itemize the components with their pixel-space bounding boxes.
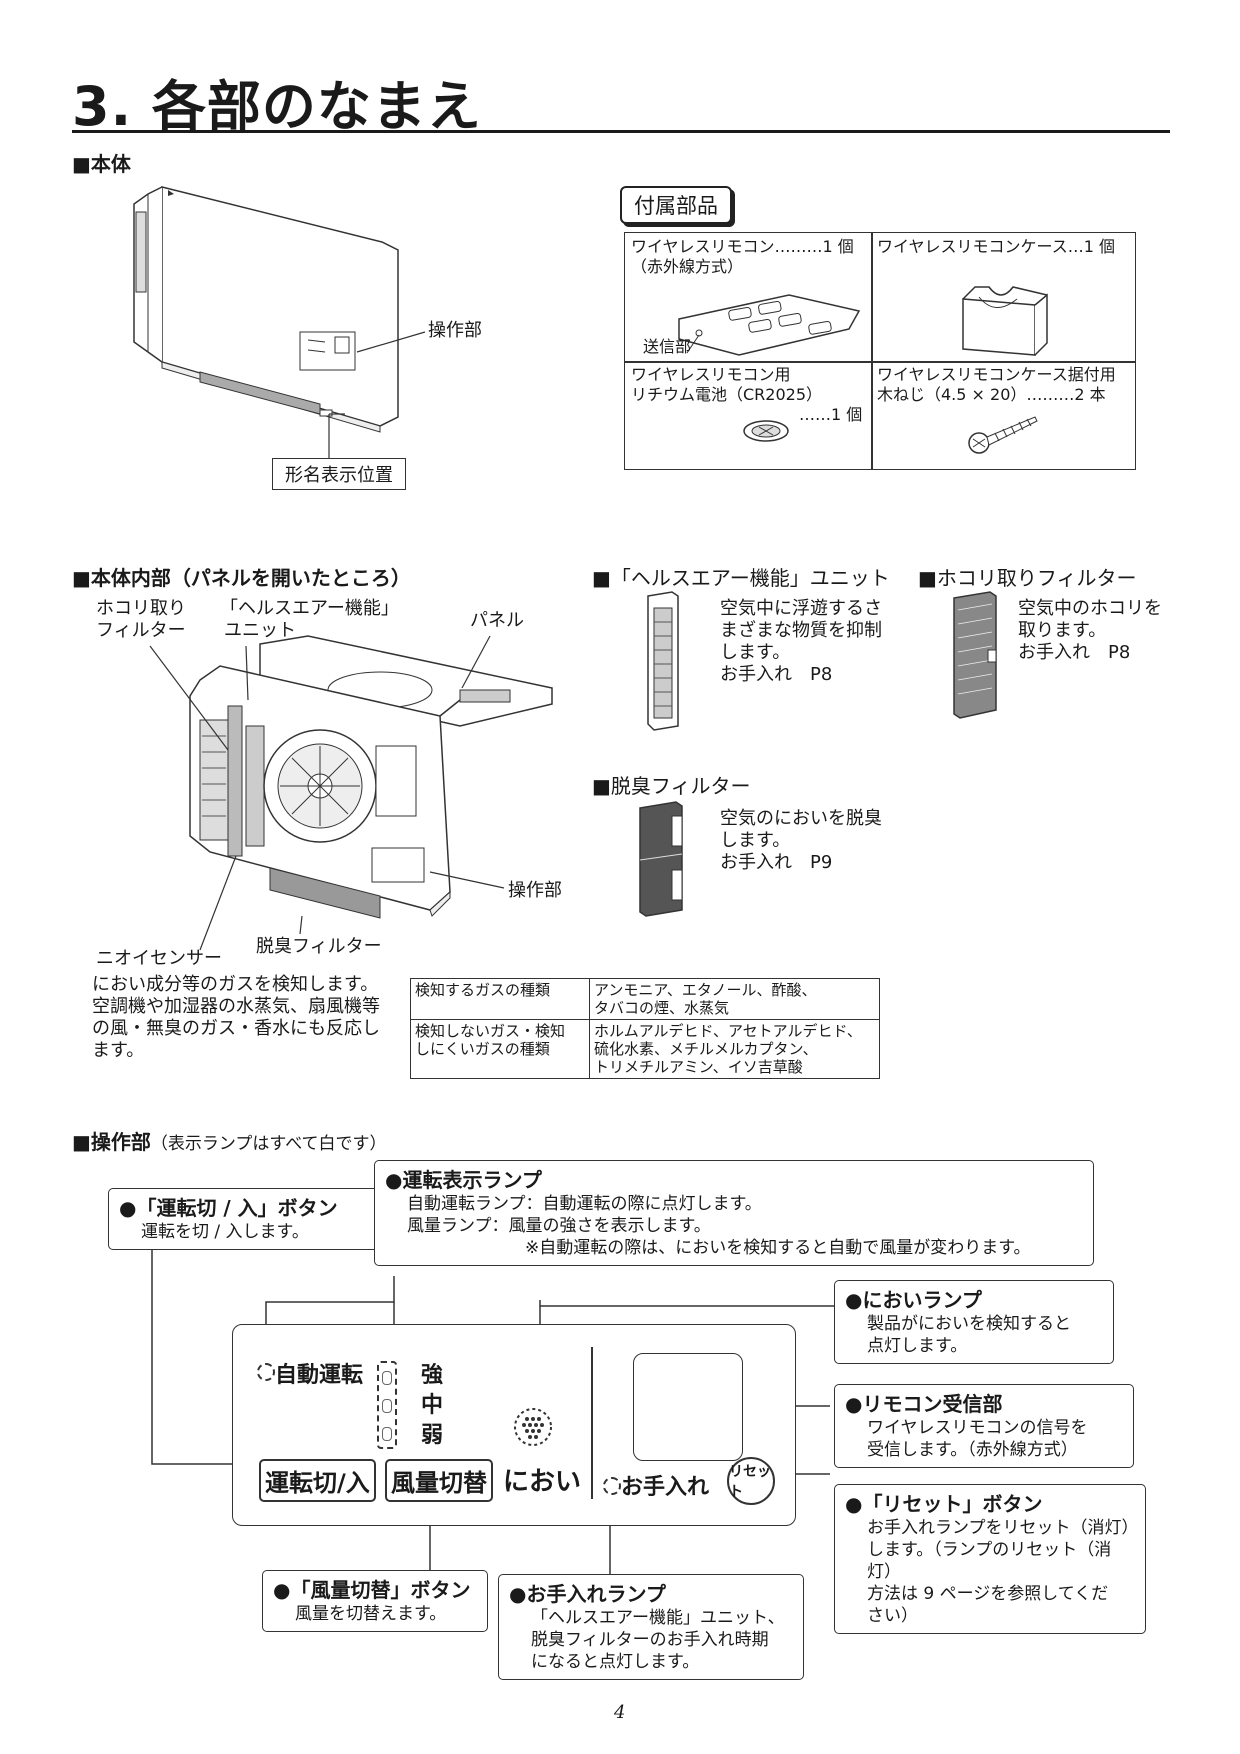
deodor-filter-illustration [639, 801, 683, 917]
section-body-heading: ■本体 [72, 152, 131, 176]
title-rule [72, 130, 1170, 133]
unit-front-illustration [133, 186, 399, 433]
callout-smell-lamp: ●においランプ 製品がにおいを検知すると 点灯します。 [834, 1280, 1114, 1364]
power-button[interactable]: 運転切/入 [259, 1459, 376, 1502]
label-panel: パネル [470, 610, 524, 631]
fan-switch-button[interactable]: 風量切替 [385, 1459, 493, 1502]
accessory-remote: ワイヤレスリモコン………1 個 （赤外線方式） [631, 237, 854, 276]
label-deodor-filter: 脱臭フィルター [256, 936, 382, 957]
ops-note: （表示ランプはすべて白です） [150, 1134, 387, 1154]
gas-row-body: ホルムアルデヒド、アセトアルデヒド、硫化水素、メチルメルカプタン、トリメチルアミ… [589, 1019, 880, 1079]
label-control-part: 操作部 [428, 320, 482, 341]
remote-illustration [678, 294, 861, 356]
dust-filter-description: 空気中のホコリを 取ります。 お手入れ P8 [1018, 598, 1162, 663]
unit-inside-illustration [189, 635, 553, 919]
fan-lamp-strong [382, 1371, 392, 1385]
accessory-screw: ワイヤレスリモコンケース据付用 木ねじ（4.5 × 20）………2 本 [877, 365, 1116, 404]
care-lamp [603, 1477, 621, 1495]
operation-panel: 自動運転 強 中 弱 におい 運転切/入 風量切替 お手入れ リセット [232, 1324, 796, 1526]
smell-lamp [514, 1408, 552, 1446]
section-deodor-filter-heading: ■脱臭フィルター [592, 774, 751, 798]
remote-receiver-window [633, 1353, 743, 1461]
fan-speed-lamps [377, 1361, 397, 1449]
health-unit-illustration [647, 591, 679, 731]
section-health-unit-heading: ■「ヘルスエアー機能」ユニット [592, 566, 890, 590]
dust-filter-illustration [953, 591, 997, 719]
battery-illustration [743, 420, 789, 442]
body-leader-lines [328, 331, 426, 460]
auto-run-lamp [257, 1363, 275, 1381]
label-odor-sensor: ニオイセンサー [96, 948, 222, 969]
gas-table: 検知するガスの種類 アンモニア、エタノール、酢酸、タバコの煙、水蒸気 検知しない… [410, 978, 880, 1079]
callout-fan-switch: ●「風量切替」ボタン 風量を切替えます。 [262, 1570, 488, 1632]
smell-label: におい [503, 1467, 582, 1497]
panel-divider [591, 1347, 593, 1499]
sensor-description: におい成分等のガスを検知します。 空調機や加湿器の水蒸気、扇風機等 の風・無臭の… [92, 974, 380, 1061]
section-ops-heading: ■操作部（表示ランプはすべて白です） [72, 1130, 387, 1154]
fan-mid-label: 中 [421, 1393, 444, 1418]
label-inside-control: 操作部 [508, 880, 562, 901]
care-label: お手入れ [621, 1475, 710, 1500]
section-dust-filter-heading: ■ホコリ取りフィルター [918, 566, 1137, 590]
auto-run-label: 自動運転 [275, 1363, 364, 1388]
screw-illustration [968, 416, 1038, 454]
accessories-tag: 付属部品 [620, 186, 732, 224]
label-health-unit: 「ヘルスエアー機能」 ユニット [220, 598, 399, 641]
callout-receiver: ●リモコン受信部 ワイヤレスリモコンの信号を 受信します。（赤外線方式） [834, 1384, 1134, 1468]
accessory-battery: ワイヤレスリモコン用 リチウム電池（CR2025） ……1 個 [631, 365, 863, 424]
fan-lamp-mid [382, 1399, 392, 1413]
health-unit-description: 空気中に浮遊するさ まざまな物質を抑制 します。 お手入れ P8 [720, 598, 882, 685]
reset-button[interactable]: リセット [727, 1457, 775, 1505]
page-title: 3. 各部のなまえ [72, 75, 482, 138]
remote-transmitter-label: 送信部 [643, 337, 692, 356]
callout-care-lamp: ●お手入れランプ 「ヘルスエアー機能」ユニット、 脱臭フィルターのお手入れ時期 … [498, 1574, 804, 1680]
table-row: 検知しないガス・検知しにくいガスの種類 ホルムアルデヒド、アセトアルデヒド、硫化… [410, 1019, 880, 1079]
fan-strong-label: 強 [421, 1363, 444, 1388]
callout-reset-button: ●「リセット」ボタン お手入れランプをリセット（消灯） します。（ランプのリセッ… [834, 1484, 1146, 1634]
label-model-position: 形名表示位置 [272, 458, 406, 490]
fan-lamp-weak [382, 1427, 392, 1441]
section-inside-heading: ■本体内部（パネルを開いたところ） [72, 566, 411, 590]
accessory-remote-case: ワイヤレスリモコンケース…1 個 [877, 237, 1115, 256]
accessories-table: ワイヤレスリモコン………1 個 （赤外線方式） 送信部 ワイヤレスリモコンケース… [624, 232, 1136, 470]
page-number: 4 [614, 1702, 626, 1723]
deodor-filter-description: 空気のにおいを脱臭 します。 お手入れ P9 [720, 808, 882, 873]
reset-button-label: リセット [729, 1464, 771, 1500]
gas-row-head: 検知するガスの種類 [410, 978, 590, 1020]
label-dust-filter: ホコリ取り フィルター [96, 598, 186, 641]
callout-run-lamp: ●運転表示ランプ 自動運転ランプ：自動運転の際に点灯します。 風量ランプ：風量の… [374, 1160, 1094, 1266]
inside-leader-lines [149, 635, 505, 951]
fan-weak-label: 弱 [421, 1423, 444, 1448]
remote-case-illustration [962, 286, 1048, 356]
gas-row-head: 検知しないガス・検知しにくいガスの種類 [410, 1019, 590, 1079]
